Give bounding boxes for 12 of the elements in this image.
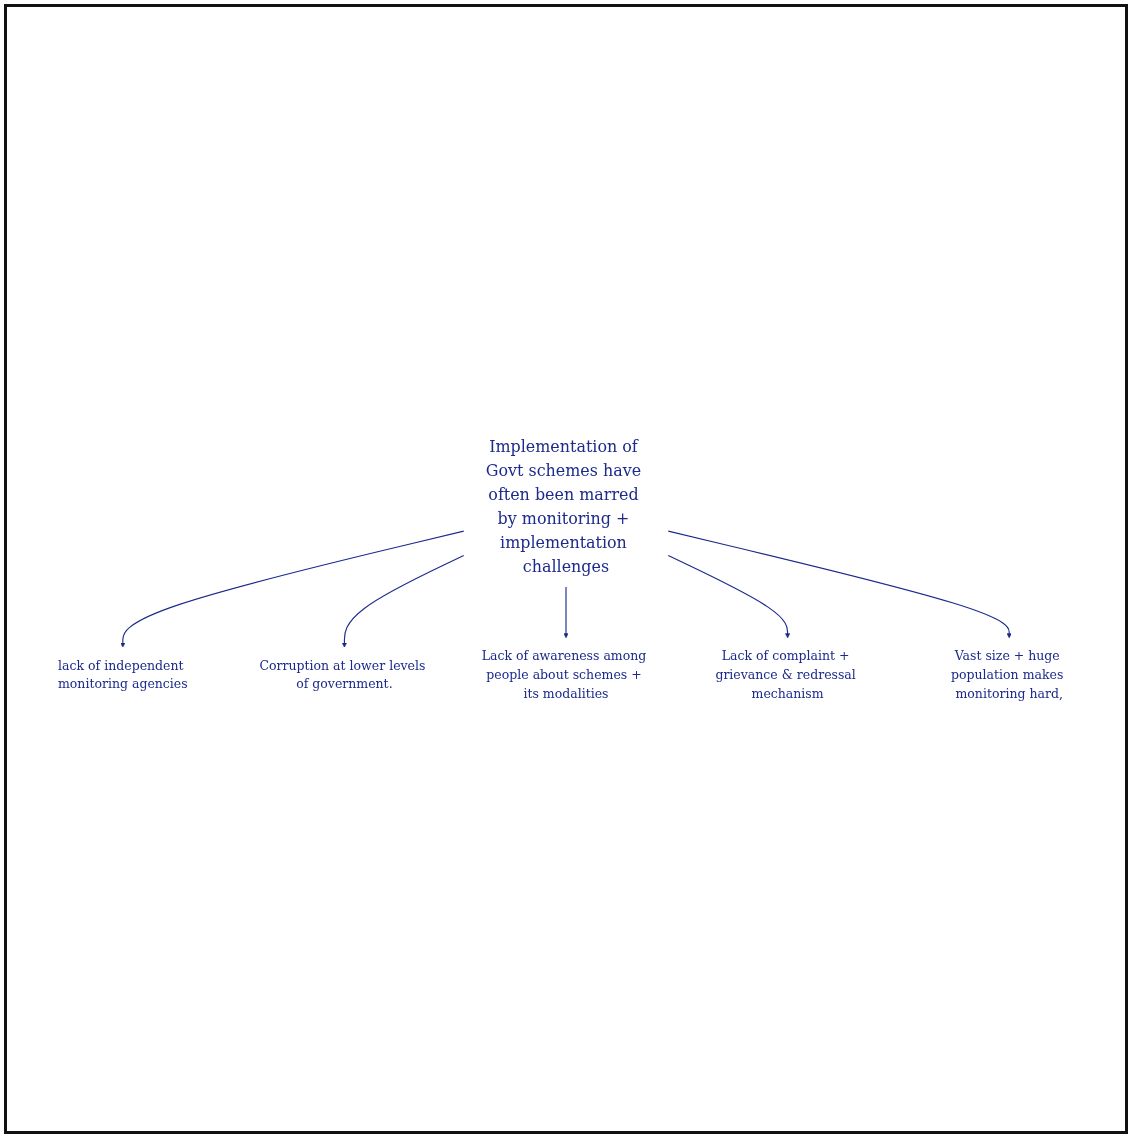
arrow [120,530,465,648]
node-text: Lack of complaint + grievance & redressal mechanism [715,648,856,701]
arrow [563,586,569,639]
arrow [667,555,791,639]
arrow [341,555,465,648]
node-text: Corruption at lower levels of government. [259,658,426,692]
arrow [667,530,1012,639]
node-text: Vast size + huge population makes monitoring hard, [951,648,1064,701]
node-text: Lack of awareness among people about schemes + its modalities [481,648,647,701]
node-text: lack of independent monitoring agencies [57,658,188,692]
node-text: Implementation of Govt schemes have often been marred by monitoring + implementation challenges [485,437,642,576]
page-border: Implementation of Govt schemes have often been marred by monitoring + implementation challenges lack of independent monitoring agencies Corruption at lower levels of government. Lack of awareness among people about schemes + its modalities Lack of complaint + grievance & redressal mechanism Vast size + huge population makes monitoring hard, [4,4,1128,1134]
